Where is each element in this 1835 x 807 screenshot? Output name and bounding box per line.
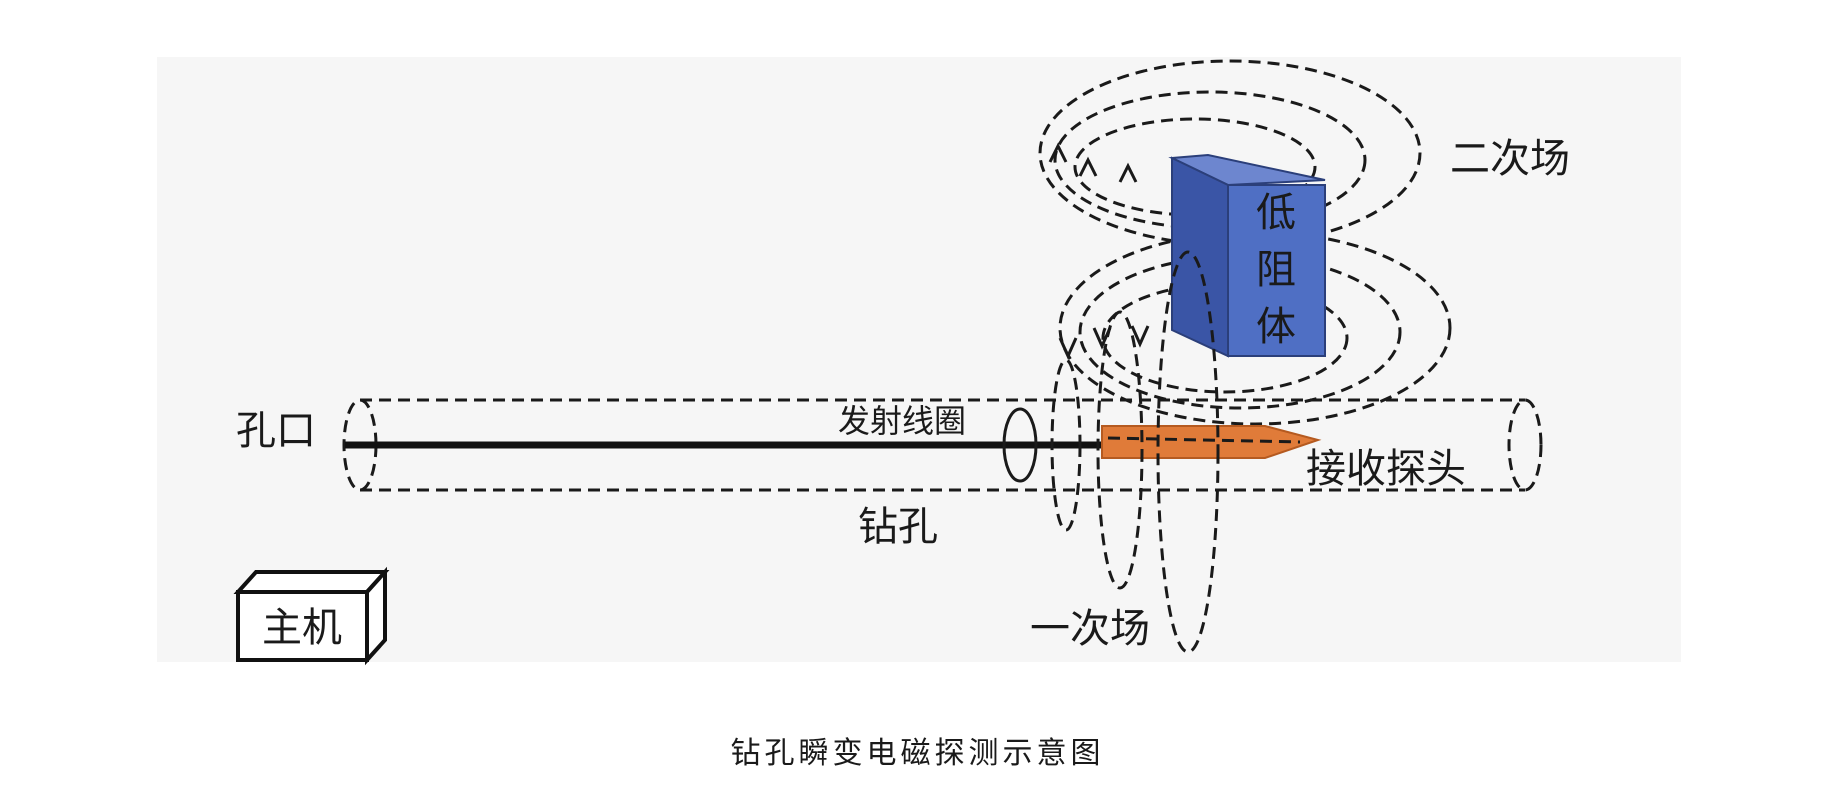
receiver-probe-label: 接收探头	[1306, 446, 1466, 492]
host-box: 主机	[233, 566, 390, 666]
low-resistivity-body: 低 阻 体	[1168, 153, 1326, 358]
arrow-icon	[1130, 325, 1150, 348]
arrow-icon	[1058, 337, 1078, 360]
transmitter-coil	[1002, 407, 1038, 483]
borehole-end	[1507, 398, 1543, 492]
figure-caption: 钻孔瞬变电磁探测示意图	[730, 736, 1105, 771]
borehole-label: 钻孔	[858, 504, 938, 550]
arrow-icon	[1118, 162, 1138, 183]
arrow-icon	[1048, 142, 1068, 163]
arrow-icon	[1078, 156, 1098, 177]
primary-field-label: 一次场	[1030, 606, 1150, 652]
conductor-front-face	[1227, 184, 1326, 357]
primary-field-loops	[1050, 250, 1220, 654]
conductor-label-char: 阻	[1256, 247, 1296, 293]
transmitter-coil-label: 发射线圈	[838, 402, 966, 440]
receiver-probe	[1101, 425, 1322, 459]
hole-mouth-label: 孔口	[236, 408, 316, 454]
diagram-panel	[157, 57, 1681, 662]
conductor-label-char: 体	[1256, 304, 1296, 350]
host-label: 主机	[262, 605, 342, 651]
conductor-label-char: 低	[1256, 190, 1296, 236]
secondary-field-label: 二次场	[1450, 136, 1570, 182]
